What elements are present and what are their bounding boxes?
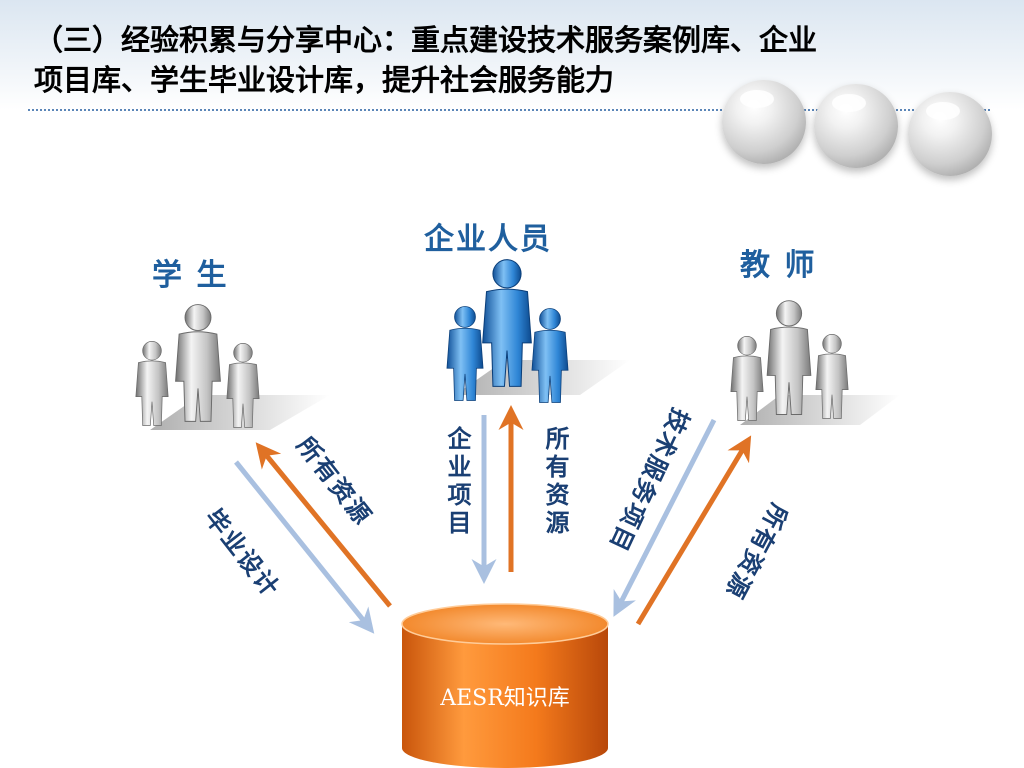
page-title: （三）经验积累与分享中心：重点建设技术服务案例库、企业 项目库、学生毕业设计库，… bbox=[34, 20, 994, 100]
student-people-icon bbox=[135, 303, 330, 430]
teacher-down-arrow bbox=[613, 418, 717, 617]
page-title-line-1: （三）经验积累与分享中心：重点建设技术服务案例库、企业 bbox=[34, 23, 818, 57]
glass-sphere-icon bbox=[722, 80, 806, 164]
student-down-arrow bbox=[234, 460, 375, 634]
page-title-line-2: 项目库、学生毕业设计库，提升社会服务能力 bbox=[34, 63, 615, 97]
database-label: AESR知识库 bbox=[440, 686, 570, 711]
enterprise-people-icon bbox=[446, 259, 630, 403]
teacher-people-icon bbox=[730, 300, 900, 425]
teacher-label: 教 师 bbox=[740, 248, 817, 283]
glass-sphere-icon bbox=[908, 92, 992, 176]
title-divider bbox=[28, 109, 990, 111]
student-label: 学 生 bbox=[152, 258, 229, 293]
glass-sphere-icon bbox=[814, 84, 898, 168]
enterprise-up-label: 所有资源 bbox=[541, 426, 569, 538]
student-up-arrow bbox=[255, 442, 392, 608]
enterprise-down-label: 企业项目 bbox=[443, 426, 471, 538]
teacher-up-arrow bbox=[635, 435, 752, 626]
enterprise-label: 企业人员 bbox=[424, 222, 552, 257]
database-cylinder-icon bbox=[401, 603, 609, 768]
